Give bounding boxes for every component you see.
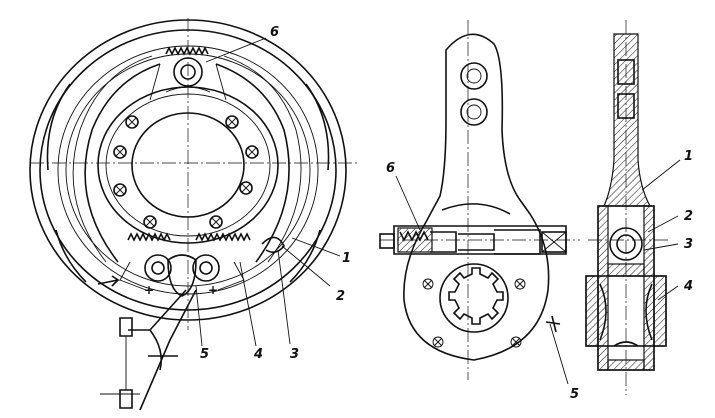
svg-text:+: + bbox=[208, 283, 218, 297]
callouts: 6 1 2 3 4 5 6 5 1 2 3 4 bbox=[200, 25, 693, 402]
callout-section-1: 1 bbox=[684, 149, 693, 164]
hub-bore bbox=[131, 112, 245, 218]
brake-shoe-left bbox=[84, 63, 161, 263]
callout-brake-5: 5 bbox=[200, 347, 209, 362]
top-return-spring bbox=[149, 46, 227, 101]
brake-shoe-right bbox=[215, 63, 290, 263]
callout-section-3: 3 bbox=[684, 237, 693, 252]
callout-lever-6: 6 bbox=[386, 161, 395, 176]
callout-lever-5: 5 bbox=[570, 387, 579, 402]
section-view bbox=[585, 20, 681, 395]
hub-bolts bbox=[113, 115, 259, 229]
brake-drum bbox=[29, 19, 347, 321]
svg-text:+: + bbox=[144, 283, 154, 297]
expander-cam: + + bbox=[97, 254, 245, 297]
bottom-springs bbox=[127, 232, 251, 242]
callout-brake-6: 6 bbox=[270, 25, 279, 40]
callout-brake-2: 2 bbox=[336, 289, 345, 304]
callout-brake-3: 3 bbox=[290, 347, 299, 362]
lever-arm bbox=[403, 33, 550, 361]
callout-section-4: 4 bbox=[683, 279, 693, 294]
brake-leaders bbox=[195, 37, 341, 347]
splined-hub bbox=[439, 263, 509, 333]
brake-assembly-view: + + bbox=[29, 18, 360, 411]
callout-section-2: 2 bbox=[684, 209, 693, 224]
slack-adjuster-view bbox=[379, 20, 580, 385]
callout-brake-1: 1 bbox=[342, 251, 351, 266]
mounting-bracket bbox=[100, 289, 197, 411]
callout-brake-4: 4 bbox=[253, 347, 263, 362]
